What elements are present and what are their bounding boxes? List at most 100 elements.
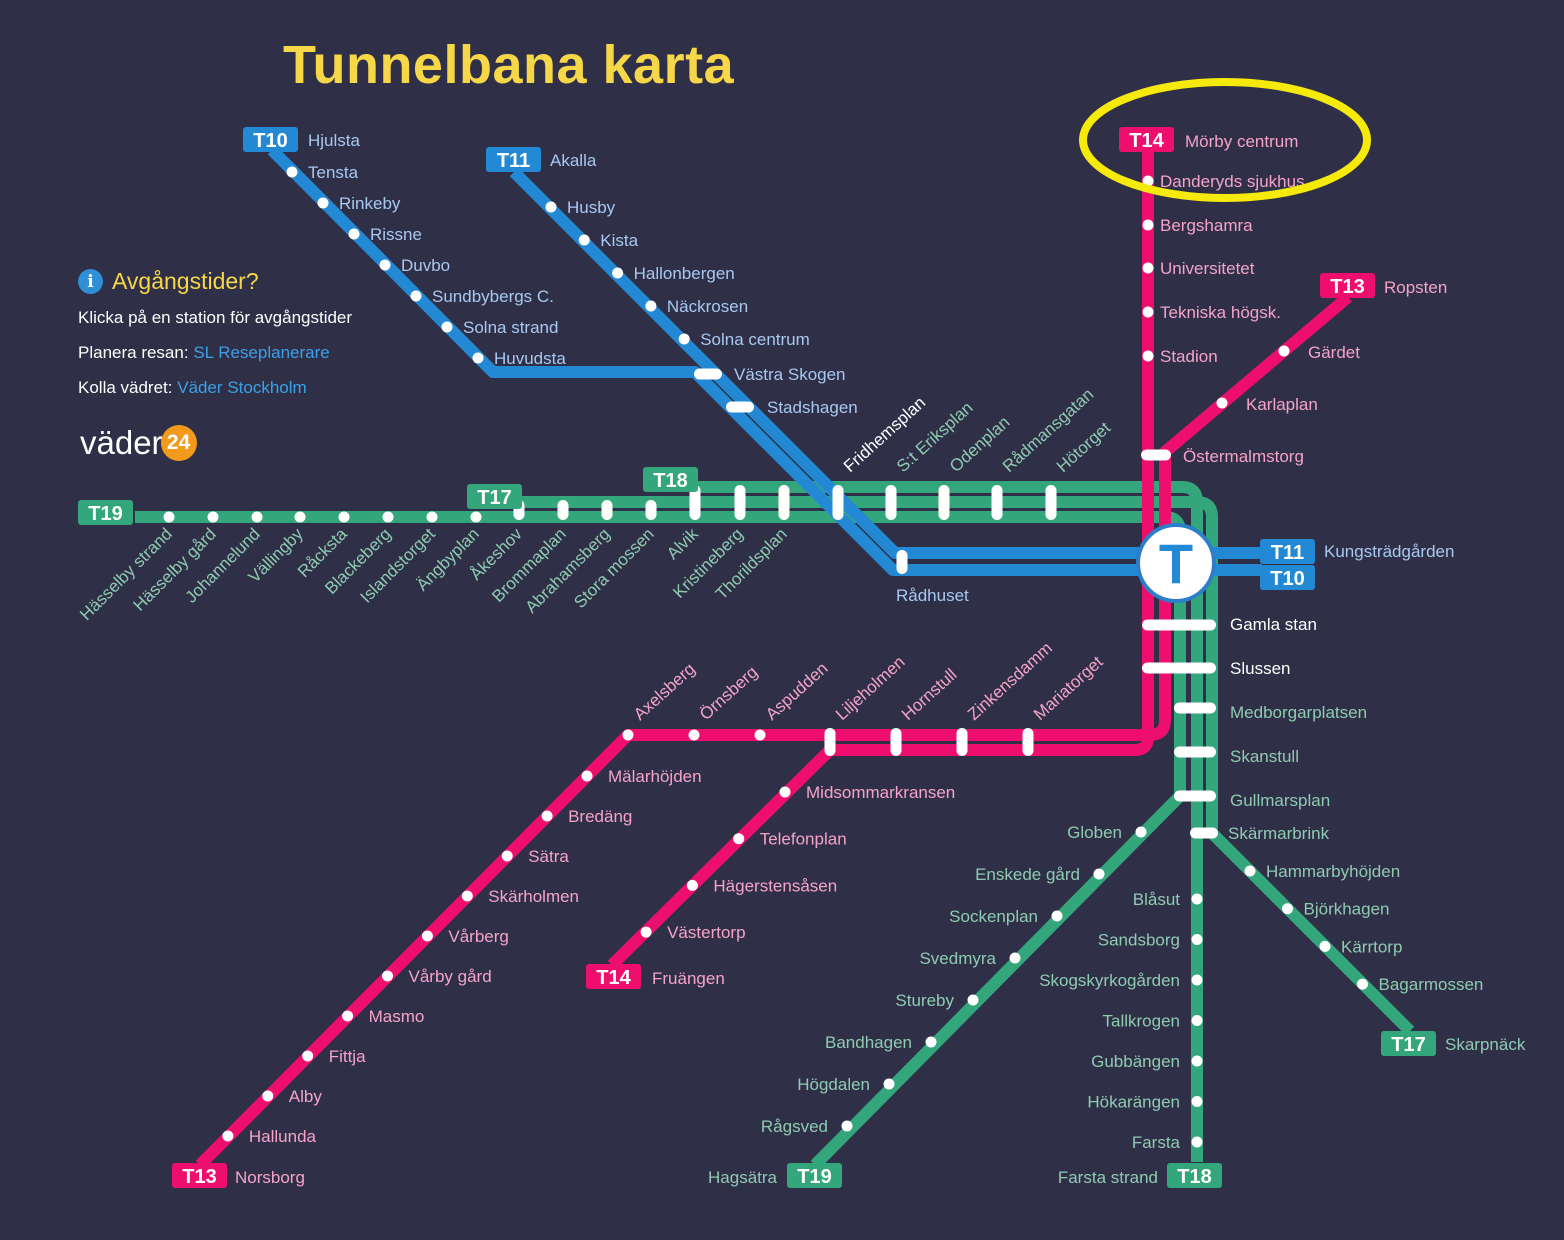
station-label: Sundbybergs C. <box>432 287 554 306</box>
sl-reseplanerare-link[interactable]: SL Reseplanerare <box>193 343 330 362</box>
station-stadshagen[interactable]: Stadshagen <box>726 398 858 417</box>
station-gardet[interactable]: Gärdet <box>1278 343 1361 362</box>
station-solna-centrum[interactable]: Solna centrum <box>678 330 810 349</box>
station-bjorkhagen[interactable]: Björkhagen <box>1282 900 1390 919</box>
station-ragsved[interactable]: Rågsved <box>761 1117 853 1136</box>
station-sandsborg[interactable]: Sandsborg <box>1098 931 1203 950</box>
station-bergshamra[interactable]: Bergshamra <box>1142 216 1254 235</box>
station-fittja[interactable]: Fittja <box>302 1047 366 1066</box>
station-gamla-stan[interactable]: Gamla stan <box>1142 615 1317 634</box>
station-vastra-skogen[interactable]: Västra Skogen <box>694 365 846 384</box>
station-blasut[interactable]: Blåsut <box>1133 890 1203 909</box>
info-panel: i Avgångstider? Klicka på en station för… <box>78 268 352 412</box>
station-varby-gard[interactable]: Vårby gård <box>382 967 492 986</box>
station-gullmarsplan[interactable]: Gullmarsplan <box>1174 790 1330 811</box>
station-hammarbyhojden[interactable]: Hammarbyhöjden <box>1244 862 1401 881</box>
station-medborgarplatsen[interactable]: Medborgarplatsen <box>1174 702 1367 723</box>
station-midsommarkransen[interactable]: Midsommarkransen <box>779 783 956 802</box>
station-stadion[interactable]: Stadion <box>1142 347 1218 366</box>
station-dot <box>1191 1096 1203 1107</box>
station-kista[interactable]: Kista <box>578 231 639 250</box>
station-ostermalmstorg[interactable]: Östermalmstorg <box>1141 447 1304 466</box>
station-globen[interactable]: Globen <box>1067 823 1147 842</box>
station-label: Västertorp <box>667 923 745 942</box>
station-stureby[interactable]: Stureby <box>895 991 979 1010</box>
station-karrtorp[interactable]: Kärrtorp <box>1319 937 1403 956</box>
station-danderyds-sjukhus[interactable]: Danderyds sjukhus <box>1142 172 1305 191</box>
station-telefonplan[interactable]: Telefonplan <box>733 830 847 849</box>
station-hogdalen[interactable]: Högdalen <box>797 1075 895 1094</box>
station-slussen[interactable]: Slussen <box>1142 659 1290 678</box>
station-satra[interactable]: Sätra <box>501 847 570 866</box>
station-dot <box>925 1036 937 1048</box>
station-hallonbergen[interactable]: Hallonbergen <box>612 264 735 283</box>
station-bandhagen[interactable]: Bandhagen <box>825 1033 937 1052</box>
station-tekniska-hogsk[interactable]: Tekniska högsk. <box>1142 303 1281 322</box>
station-vastertorp[interactable]: Västertorp <box>640 923 746 942</box>
terminal-t19[interactable]: T19 <box>78 500 133 525</box>
station-farsta[interactable]: Farsta <box>1132 1133 1203 1152</box>
central-station-hub[interactable]: T <box>1136 523 1216 603</box>
weather-row: Kolla vädret: Väder Stockholm <box>78 377 352 412</box>
vader24-logo[interactable]: väder 24 <box>80 424 197 462</box>
station-husby[interactable]: Husby <box>545 198 616 217</box>
vader-stockholm-link[interactable]: Väder Stockholm <box>177 378 307 397</box>
station-dot <box>410 290 422 302</box>
station-label: Sandsborg <box>1098 931 1180 950</box>
station-rinkeby[interactable]: Rinkeby <box>317 194 401 213</box>
station-solna-strand[interactable]: Solna strand <box>441 318 559 337</box>
station-varberg[interactable]: Vårberg <box>421 927 509 946</box>
station-duvbo[interactable]: Duvbo <box>379 256 451 275</box>
station-enskede-gard[interactable]: Enskede gård <box>975 865 1105 884</box>
station-masmo[interactable]: Masmo <box>342 1007 424 1026</box>
station-sockenplan[interactable]: Sockenplan <box>949 907 1063 926</box>
station-ornsberg[interactable]: Örnsberg <box>688 662 762 741</box>
station-nackrosen[interactable]: Näckrosen <box>645 297 748 316</box>
station-skarmarbrink[interactable]: Skärmarbrink <box>1190 824 1330 843</box>
station-svedmyra[interactable]: Svedmyra <box>919 949 1021 968</box>
station-label: Östermalmstorg <box>1183 447 1304 466</box>
station-aspudden[interactable]: Aspudden <box>754 659 832 741</box>
station-axelsberg[interactable]: Axelsberg <box>622 659 699 741</box>
line-badge-t10 <box>243 127 298 152</box>
station-malarhojden[interactable]: Mälarhöjden <box>581 767 702 786</box>
station-alby[interactable]: Alby <box>262 1087 322 1106</box>
station-hallunda[interactable]: Hallunda <box>222 1127 317 1146</box>
station-bagarmossen[interactable]: Bagarmossen <box>1357 975 1483 994</box>
station-label: Blåsut <box>1133 890 1181 909</box>
station-sundbybergs-c[interactable]: Sundbybergs C. <box>410 287 554 306</box>
station-bredang[interactable]: Bredäng <box>541 807 633 826</box>
station-tensta[interactable]: Tensta <box>286 163 359 182</box>
station-dot <box>1142 262 1154 274</box>
station-pill <box>1174 702 1216 714</box>
station-hokarangen[interactable]: Hökarängen <box>1087 1093 1203 1112</box>
station-universitetet[interactable]: Universitetet <box>1142 259 1255 278</box>
station-hornstull[interactable]: Hornstull <box>890 665 961 756</box>
station-gubbangen[interactable]: Gubbängen <box>1091 1052 1203 1071</box>
hub-circle <box>1136 523 1216 603</box>
station-rissne[interactable]: Rissne <box>348 225 422 244</box>
station-radhuset[interactable]: Rådhuset <box>896 550 969 605</box>
terminal-t18[interactable]: T18 <box>643 467 698 492</box>
station-karlaplan[interactable]: Karlaplan <box>1216 395 1318 414</box>
terminal-t10[interactable]: T10 <box>1260 565 1315 590</box>
station-huvudsta[interactable]: Huvudsta <box>472 349 567 368</box>
station-hagerstensasen[interactable]: Hägerstensåsen <box>686 876 837 895</box>
station-hasselby-strand[interactable]: Hässelby strand <box>76 511 176 625</box>
terminal-t17[interactable]: T17 <box>467 484 522 509</box>
station-skanstull[interactable]: Skanstull <box>1174 746 1299 767</box>
station-skarholmen[interactable]: Skärholmen <box>461 887 579 906</box>
station-tallkrogen[interactable]: Tallkrogen <box>1103 1012 1203 1031</box>
station-dot <box>379 259 391 271</box>
station-skogskyrkogarden[interactable]: Skogskyrkogården <box>1039 971 1203 990</box>
